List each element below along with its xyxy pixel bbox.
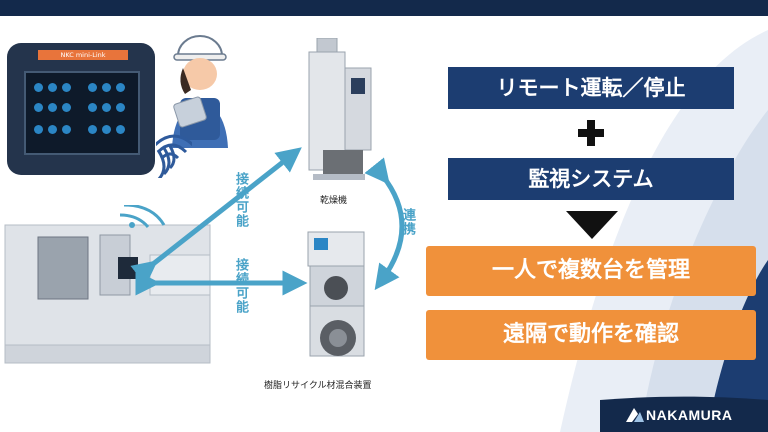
tablet-inset: NKC mini-Link xyxy=(7,43,155,175)
mixer-label: 樹脂リサイクル材混合装置 xyxy=(264,381,372,391)
link-label: 連携 xyxy=(400,208,415,236)
logo-text: NAKAMURA xyxy=(646,407,733,423)
remote-operation-box: リモート運転／停止 xyxy=(448,67,734,109)
dryer-machine xyxy=(308,38,372,180)
multi-machine-box: 一人で複数台を管理 xyxy=(426,246,756,296)
dryer-label: 乾燥機 xyxy=(320,196,348,206)
tablet-title: NKC mini-Link xyxy=(38,50,128,60)
plus-icon xyxy=(578,120,604,146)
mixer-machine xyxy=(307,231,365,357)
connect-label-upper: 接続可能 xyxy=(233,172,248,228)
monitoring-system-box: 監視システム xyxy=(448,158,734,200)
top-bar xyxy=(0,0,768,16)
down-arrow-icon xyxy=(566,211,618,239)
injection-molding-machine xyxy=(4,205,211,364)
remote-check-box: 遠隔で動作を確認 xyxy=(426,310,756,360)
logo-mark-icon xyxy=(626,408,644,422)
connect-label-lower: 接続可能 xyxy=(233,258,248,314)
tablet-screen xyxy=(24,71,140,155)
nakamura-logo: NAKAMURA xyxy=(624,405,732,425)
